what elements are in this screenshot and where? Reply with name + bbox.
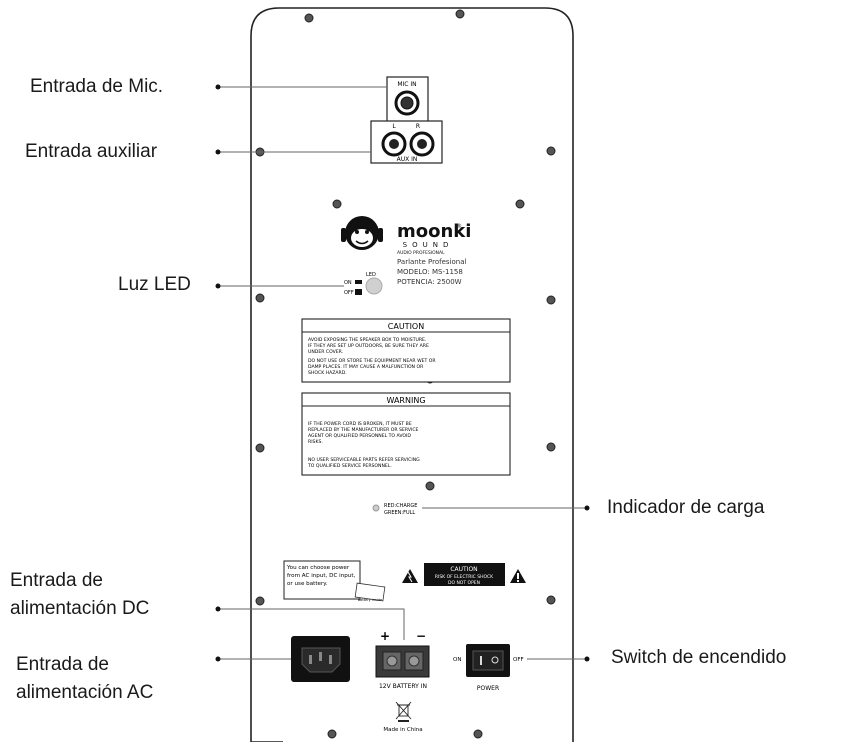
weee-bin-icon [395, 701, 412, 722]
mic-input-jack: MIC IN [386, 76, 429, 128]
aux-input-jacks: L R AUX IN [370, 120, 443, 164]
monkey-logo [341, 216, 383, 250]
dc-callout-line-2: alimentación DC [10, 598, 150, 619]
led-leader-dot [215, 283, 221, 289]
ac-leader-dot [215, 656, 221, 662]
screw [255, 596, 265, 606]
switch-off-label: OFF [513, 657, 524, 663]
dc-input-callout: Entrada de alimentación DC [10, 567, 149, 623]
caution-line-6: SHOCK HAZARD. [308, 370, 347, 376]
ac-callout-line-2: alimentación AC [16, 682, 154, 703]
mic-leader-dot [215, 84, 221, 90]
screw [327, 729, 337, 739]
warning-line-1: IF THE POWER CORD IS BROKEN, IT MUST BE [308, 421, 412, 427]
power-switch: ON OFF POWER [453, 644, 524, 692]
spec-line-2: MODELO: MS-1158 [397, 268, 463, 276]
caution2-line-1: RISK OF ELECTRIC SHOCK [435, 574, 494, 580]
charge-indicator-callout: Indicador de carga [607, 497, 765, 518]
aux-input-callout: Entrada auxiliar [25, 141, 158, 162]
switch-on-label: ON [453, 657, 461, 663]
caution-box: CAUTION AVOID EXPOSING THE SPEAKER BOX T… [301, 318, 511, 383]
screw [455, 9, 465, 19]
charge-leader-dot [584, 505, 590, 511]
warning-line-6: TO QUALIFIED SERVICE PERSONNEL. [307, 463, 392, 469]
screw [546, 442, 556, 452]
caution2-title: CAUTION [450, 566, 477, 573]
electric-shock-warning: CAUTION RISK OF ELECTRIC SHOCK DO NOT OP… [402, 563, 526, 586]
warning-line-4: RISKS. [308, 439, 323, 445]
caution-line-3: UNDER COVER. [308, 349, 343, 355]
caution-line-1: AVOID EXPOSING THE SPEAKER BOX TO MOISTU… [308, 337, 426, 343]
power-label: POWER [477, 685, 499, 692]
aux-r-label: R [416, 123, 420, 130]
screw [255, 293, 265, 303]
screw [425, 481, 435, 491]
screw [546, 595, 556, 605]
ac-callout-line-1: Entrada de [16, 654, 109, 675]
power-note-line-1: You can choose power [286, 565, 350, 571]
screw [546, 146, 556, 156]
screw [255, 443, 265, 453]
power-switch-callout: Switch de encendido [611, 647, 787, 668]
dc-callout-line-1: Entrada de [10, 570, 103, 591]
caution-line-4: DO NOT USE OR STORE THE EQUIPMENT NEAR W… [308, 358, 436, 364]
dc-battery-terminal: + − 12V BATTERY IN [375, 629, 430, 690]
charge-green-label: GREEN:FULL [384, 510, 415, 516]
power-note: You can choose power from AC input, DC i… [283, 560, 386, 602]
spec-line-1: Parlante Profesional [397, 258, 466, 266]
screw [332, 199, 342, 209]
led-light-callout: Luz LED [118, 274, 191, 295]
caution-title: CAUTION [388, 322, 424, 331]
brand-tag: AUDIO PROFESIONAL [397, 250, 445, 256]
caution-line-5: DAMP PLACES. IT MAY CAUSE A MALFUNCTION … [308, 364, 424, 370]
warning-line-2: REPLACED BY THE MANUFACTURER OR SERVICE [308, 427, 419, 433]
dc-leader-line [218, 608, 405, 640]
aux-l-label: L [392, 123, 396, 130]
charge-red-label: RED:CHARGE [384, 503, 417, 509]
led-label: LED [366, 272, 376, 278]
ac-power-inlet [291, 636, 350, 682]
power-note-line-2: from AC input, DC input, [287, 573, 356, 579]
aux-in-label: AUX IN [397, 156, 418, 163]
caution2-line-2: DO NOT OPEN [448, 580, 480, 586]
led-switch: LED ON OFF [344, 272, 383, 296]
screw [304, 13, 314, 23]
charge-indicator: RED:CHARGE GREEN:FULL [372, 503, 417, 516]
led-off-label: OFF [344, 290, 354, 296]
caution-line-2: IF THEY ARE SET UP OUTDOORS, BE SURE THE… [308, 343, 429, 349]
led-on-label: ON [344, 280, 352, 286]
warning-box: WARNING IF THE POWER CORD IS BROKEN, IT … [301, 392, 511, 476]
plus-sign: + [380, 629, 390, 643]
aux-leader-dot [215, 149, 221, 155]
battery-label: Battery inside [358, 598, 382, 602]
ac-input-callout: Entrada de alimentación AC [16, 651, 153, 707]
warning-line-5: NO USER SERVICEABLE PARTS REFER SERVICIN… [308, 457, 420, 463]
warning-title: WARNING [386, 396, 425, 405]
dc-leader-dot [215, 606, 221, 612]
switch-leader-dot [584, 656, 590, 662]
screw [546, 295, 556, 305]
screw [515, 199, 525, 209]
minus-sign: − [416, 629, 426, 643]
brand-name: moonki [397, 221, 471, 242]
brand-registered: ® [456, 223, 462, 230]
mic-input-callout: Entrada de Mic. [30, 76, 164, 97]
brand-sub: SOUND [403, 241, 454, 249]
battery-in-label: 12V BATTERY IN [379, 683, 427, 690]
power-note-line-3: or use battery. [287, 581, 328, 587]
made-in-china: Made in China [383, 727, 422, 733]
screw [473, 729, 483, 739]
mic-in-label: MIC IN [397, 81, 416, 88]
spec-line-3: POTENCIA: 2500W [397, 278, 462, 286]
warning-line-3: AGENT OR QUALIFIED PERSONNEL TO AVOID [308, 433, 411, 439]
